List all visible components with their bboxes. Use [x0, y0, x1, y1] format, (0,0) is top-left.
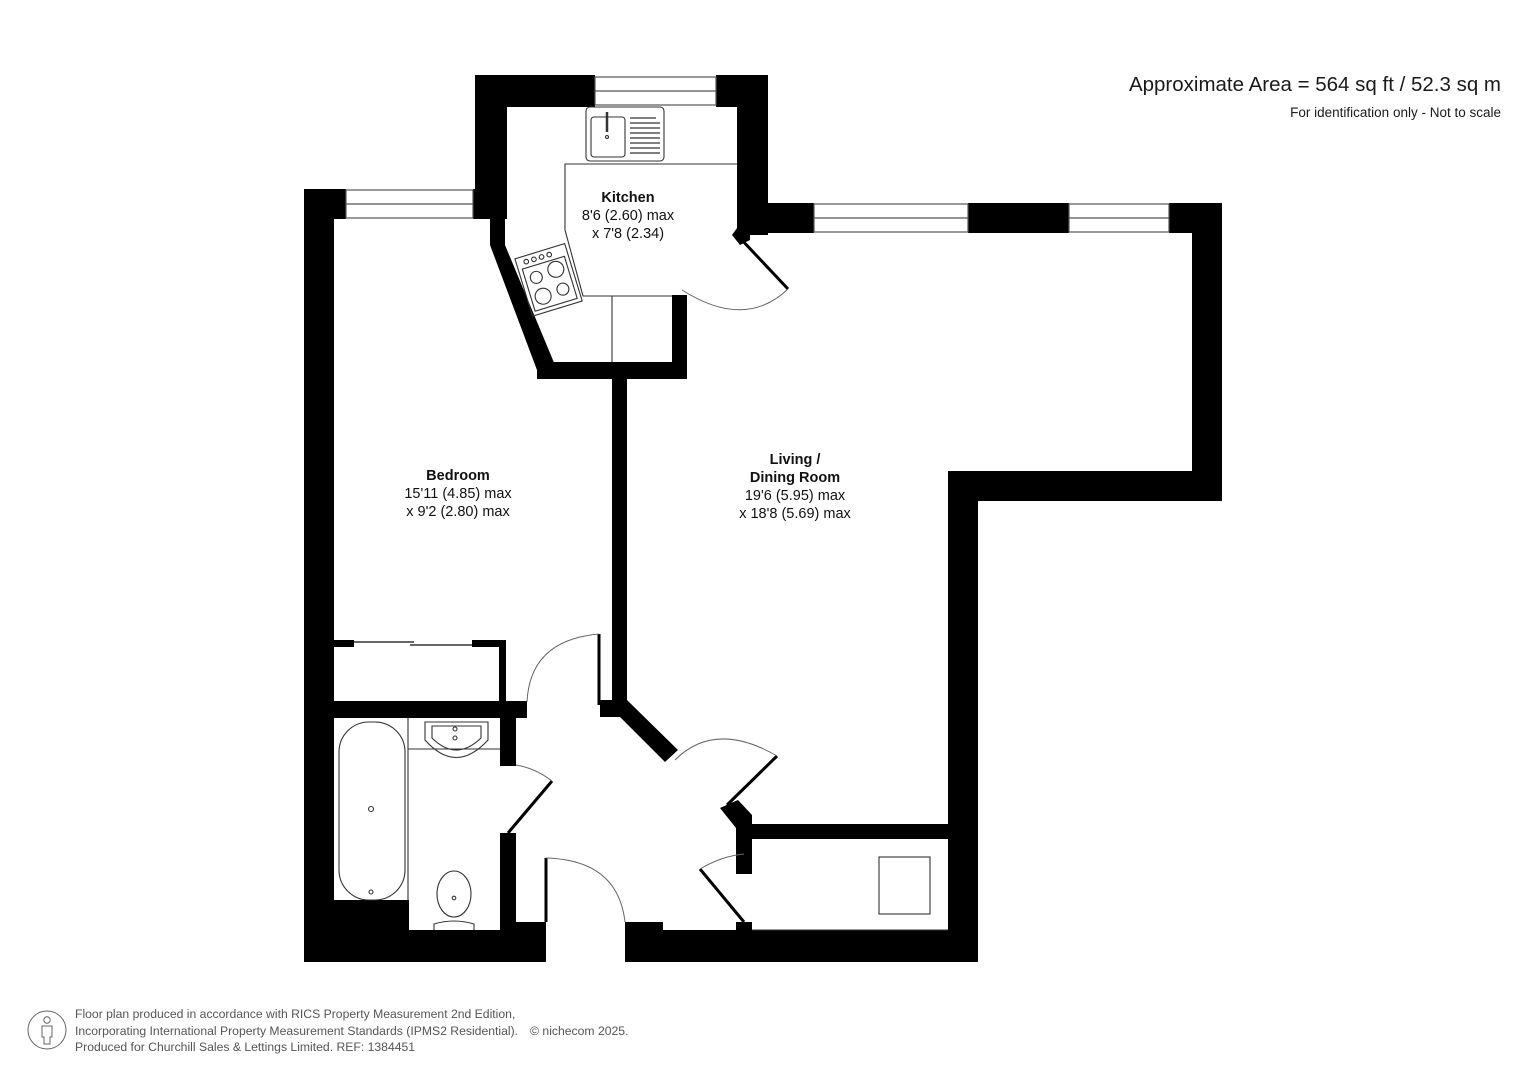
fittings — [338, 106, 948, 931]
footer-line-2: Incorporating International Property Mea… — [75, 1023, 628, 1040]
scale-disclaimer: For identification only - Not to scale — [1290, 105, 1501, 120]
approximate-area: Approximate Area = 564 sq ft / 52.3 sq m — [1128, 73, 1501, 96]
hob-icon — [514, 242, 583, 317]
windows — [345, 76, 1170, 233]
footer-line-2-text: Incorporating International Property Mea… — [75, 1023, 519, 1038]
room-dimension: 15'11 (4.85) max — [404, 486, 512, 502]
room-name: Bedroom — [426, 468, 490, 484]
room-label-living-dining: Living / Dining Room 19'6 (5.95) max x 1… — [739, 451, 851, 523]
footer-line-3: Produced for Churchill Sales & Lettings … — [75, 1040, 416, 1054]
room-dimension: 19'6 (5.95) max — [744, 488, 846, 504]
room-name: Dining Room — [749, 470, 841, 486]
room-label-kitchen: Kitchen 8'6 (2.60) max x 7'8 (2.34) — [582, 189, 674, 243]
room-dimension: x 7'8 (2.34) — [591, 226, 665, 242]
room-name: Living / — [769, 452, 821, 468]
footer-credits: Floor plan produced in accordance with R… — [75, 1006, 628, 1056]
copyright: © nichecom 2025. — [530, 1023, 629, 1038]
room-dimension: x 9'2 (2.80) max — [406, 504, 510, 520]
doors — [506, 236, 790, 923]
room-dimension: x 18'8 (5.69) max — [739, 506, 851, 522]
room-label-bedroom: Bedroom 15'11 (4.85) max x 9'2 (2.80) ma… — [404, 467, 511, 521]
footer-line-1: Floor plan produced in accordance with R… — [75, 1007, 516, 1021]
room-dimension: 8'6 (2.60) max — [581, 208, 675, 224]
drainer-lines — [630, 117, 660, 154]
room-name: Kitchen — [601, 190, 655, 206]
walls — [304, 75, 1222, 962]
person-scale-icon — [27, 1010, 67, 1050]
